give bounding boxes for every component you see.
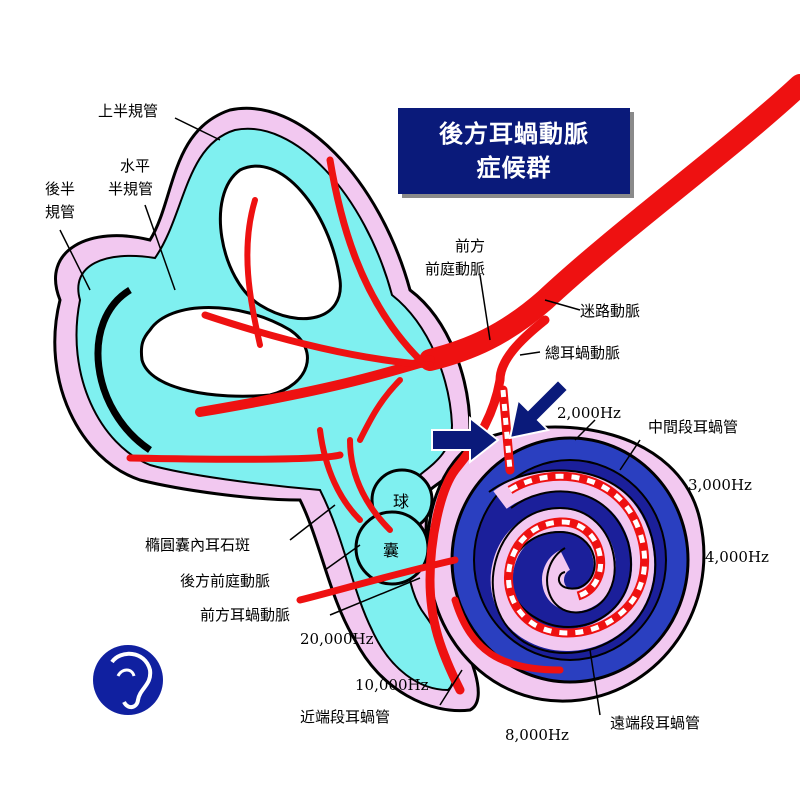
label-posterior-vestibular-artery: 後方前庭動脈: [180, 572, 271, 590]
title-banner: 後方耳蝸動脈 症候群: [398, 108, 630, 194]
title-line-2: 症候群: [476, 153, 552, 182]
label-posterior-canal-2: 規管: [45, 203, 76, 221]
label-posterior-canal-1: 後半: [45, 180, 76, 198]
label-saccule-1: 球: [393, 492, 410, 511]
label-2000hz: 2,000Hz: [557, 404, 621, 422]
label-utricle-macula: 橢圓囊內耳石斑: [145, 536, 251, 554]
cochlear-dashed-segment: [498, 385, 515, 475]
cochlea: [425, 425, 706, 703]
title-line-1: 後方耳蝸動脈: [439, 119, 589, 148]
label-20000hz: 20,000Hz: [300, 630, 374, 648]
label-common-cochlear-artery: 總耳蝸動脈: [545, 344, 621, 362]
label-horizontal-canal-1: 水平: [119, 157, 150, 175]
label-horizontal-canal-2: 半規管: [108, 180, 154, 198]
labyrinthine-artery: [419, 74, 800, 371]
leader-lines: [59, 117, 641, 716]
occlusion-arrow-icon: [431, 378, 570, 465]
label-anterior-vestibular-artery-2: 前庭動脈: [425, 260, 486, 278]
label-anterior-cochlear-artery: 前方耳蝸動脈: [200, 606, 291, 624]
label-superior-canal: 上半規管: [98, 102, 159, 120]
label-distal-cochlea: 遠端段耳蝸管: [610, 714, 701, 732]
label-middle-cochlea: 中間段耳蝸管: [648, 418, 739, 436]
label-3000hz: 3,000Hz: [688, 476, 752, 494]
arteries: [126, 74, 800, 695]
label-saccule-2: 囊: [383, 541, 400, 560]
label-4000hz: 4,000Hz: [705, 548, 769, 566]
label-8000hz: 8,000Hz: [505, 726, 569, 744]
label-proximal-cochlea: 近端段耳蝸管: [300, 708, 391, 726]
label-anterior-vestibular-artery-1: 前方: [454, 237, 485, 255]
label-labyrinthine-artery: 迷路動脈: [580, 302, 641, 320]
ear-logo-icon: [93, 645, 163, 715]
common-cochlear-artery: [425, 315, 550, 695]
label-10000hz: 10,000Hz: [355, 676, 429, 694]
